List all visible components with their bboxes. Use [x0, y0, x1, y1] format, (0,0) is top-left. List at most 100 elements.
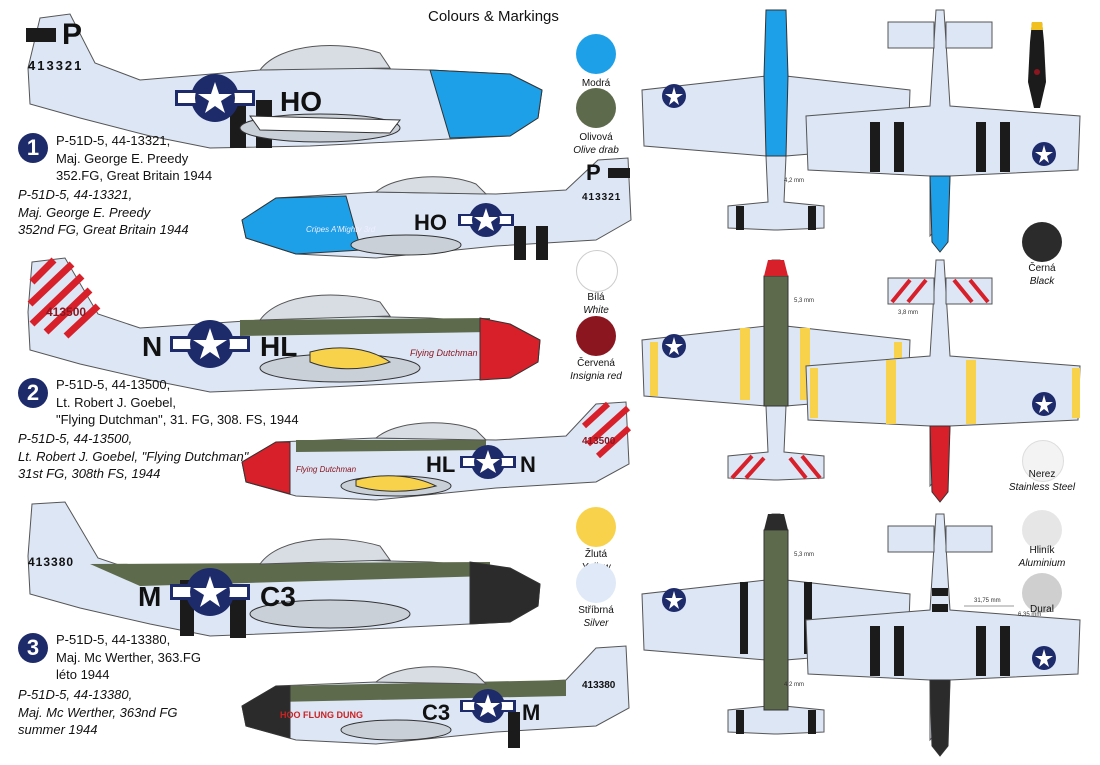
line: summer 1944 [18, 722, 98, 737]
line: Maj. Mc Werther, 363nd FG [18, 704, 178, 720]
profile-2-port: HL N 413500 Flying Dutchman [241, 401, 632, 501]
swatch-white [576, 250, 618, 292]
scheme-3-caption-en: P-51D-5, 44-13380, Maj. Mc Werther, 363n… [18, 686, 177, 739]
line: Lt. Robert J. Goebel, "Flying Dutchman" [18, 448, 249, 464]
line: Maj. George E. Preedy [56, 150, 189, 166]
line: léto 1944 [56, 667, 110, 682]
swatch-dural [1022, 573, 1062, 613]
line: 352.FG, Great Britain 1944 [56, 168, 213, 183]
dim-6: 31,75 mm [974, 598, 1001, 604]
label-cz: Hliník [1029, 545, 1055, 556]
code-letters-1b: HO [414, 210, 447, 235]
profile-3-starboard: M C3 413380 [27, 501, 541, 638]
serial-3b: 413380 [582, 680, 616, 691]
nose-art-2b: Flying Dutchman [296, 465, 357, 474]
profile-1-port: HO P 413321 Cripes A'Mighty 3rd [241, 157, 632, 260]
serial-2: 413500 [46, 305, 86, 319]
code-a-3: M [138, 581, 161, 612]
code-b-2b: HL [426, 452, 455, 477]
label-en: Olive drab [573, 145, 619, 156]
swatch-stainless-steel [1022, 440, 1064, 482]
swatch-insignia-red [576, 316, 616, 356]
nose-art-2: Flying Dutchman [410, 348, 478, 358]
scheme-3-number: 3 [18, 633, 48, 663]
scheme-2-caption-cz: P-51D-5, 44-13500, Lt. Robert J. Goebel,… [56, 376, 299, 429]
code-b-3b: C3 [422, 700, 450, 725]
dim-5: 4,2 mm [784, 682, 804, 688]
label-cz: Modrá [581, 78, 611, 89]
serial-2b: 413500 [582, 436, 616, 447]
scheme-1-caption-en: P-51D-5, 44-13321, Maj. George E. Preedy… [18, 186, 189, 239]
swatch-olive-drab [576, 88, 616, 128]
swatch-aluminium [1022, 510, 1062, 550]
dim-1: 4,2 mm [784, 178, 804, 184]
profile-3-port: C3 M 413380 HOO FLUNG DUNG [241, 645, 630, 748]
swatch-silver [576, 563, 616, 603]
label-cz: Olivová [579, 132, 613, 143]
scheme-1-number: 1 [18, 133, 48, 163]
code-b-3: C3 [260, 581, 296, 612]
label-en: Aluminium [1018, 558, 1066, 569]
code-b-2: HL [260, 331, 297, 362]
plan-bottom-3: 31,75 mm 6,35 mm [805, 513, 1081, 757]
scheme-2-caption-en: P-51D-5, 44-13500, Lt. Robert J. Goebel,… [18, 430, 248, 483]
label-en: Silver [583, 618, 609, 629]
line: P-51D-5, 44-13500, [18, 431, 133, 446]
tail-letter-1b: P [586, 160, 601, 185]
nose-art-3: HOO FLUNG DUNG [280, 710, 363, 720]
line: Maj. George E. Preedy [18, 204, 151, 220]
plan-top-3: 5,3 mm 4,2 mm [641, 513, 911, 735]
swatch-blue [576, 34, 616, 74]
serial-1: 413321 [28, 58, 83, 73]
label-en: Black [1029, 276, 1055, 287]
page-title: Colours & Markings [428, 8, 559, 25]
swatch-yellow [576, 507, 616, 547]
line: 352nd FG, Great Britain 1944 [18, 222, 189, 237]
scheme-1-caption-cz: P-51D-5, 44-13321, Maj. George E. Preedy… [56, 132, 212, 185]
plan-bottom-2: 3,8 mm [805, 259, 1081, 503]
plan-top-1: 4,2 mm [641, 9, 911, 231]
line: P-51D-5, 44-13321, [56, 133, 171, 148]
line: Lt. Robert J. Goebel, [56, 394, 176, 410]
scheme-3-caption-cz: P-51D-5, 44-13380, Maj. Mc Werther, 363.… [56, 631, 201, 684]
code-a-3b: M [522, 700, 540, 725]
scheme-2-number: 2 [18, 378, 48, 408]
line: P-51D-5, 44-13500, [56, 377, 171, 392]
serial-1b: 413321 [582, 192, 621, 203]
propeller-blade [1028, 22, 1046, 108]
label-cz: Žlutá [584, 549, 608, 560]
label-en: Insignia red [570, 371, 622, 382]
label-cz: Černá [1028, 263, 1056, 274]
dim-3: 3,8 mm [898, 310, 918, 316]
plan-top-2: 5,3 mm [641, 259, 911, 481]
code-a-2b: N [520, 452, 536, 477]
label-cz: Stříbrná [578, 605, 614, 616]
line: P-51D-5, 44-13321, [18, 187, 133, 202]
label-en: Stainless Steel [1008, 482, 1076, 493]
plan-bottom-1 [805, 9, 1081, 253]
label-cz: Dural [1030, 604, 1054, 615]
label-cz: Červená [577, 358, 615, 369]
dim-7: 6,35 mm [1018, 612, 1041, 618]
code-letters-1: HO [280, 86, 322, 117]
line: P-51D-5, 44-13380, [56, 632, 171, 647]
line: "Flying Dutchman", 31. FG, 308. FS, 1944 [56, 412, 299, 427]
dim-2: 5,3 mm [794, 298, 814, 304]
code-a-2: N [142, 331, 162, 362]
line: 31st FG, 308th FS, 1944 [18, 466, 161, 481]
profile-1-starboard: HO P 413321 [26, 13, 543, 149]
label-en: White [583, 305, 609, 316]
label-cz: Nerez [1028, 469, 1056, 480]
serial-3: 413380 [28, 555, 74, 569]
line: Maj. Mc Werther, 363.FG [56, 649, 201, 665]
label-cz: Bílá [587, 292, 605, 303]
dim-4: 5,3 mm [794, 552, 814, 558]
nose-art-1: Cripes A'Mighty 3rd [306, 225, 376, 234]
